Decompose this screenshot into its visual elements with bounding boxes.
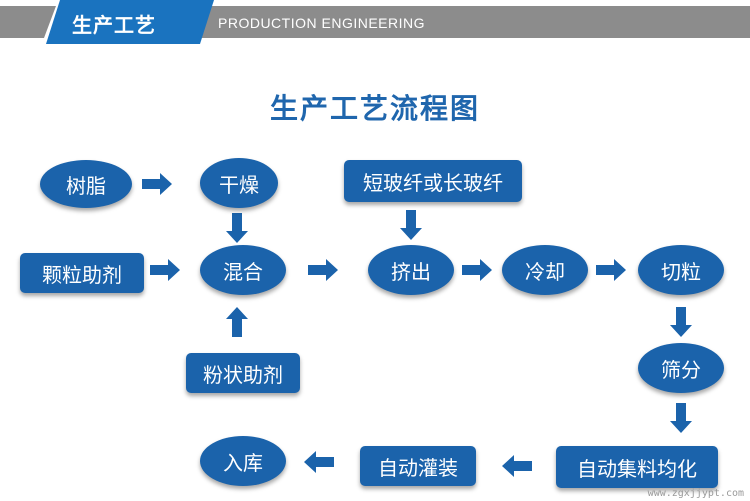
- arrow-powder-to-mixing: [226, 307, 248, 337]
- arrow-granular-to-mixing: [150, 259, 180, 281]
- arrow-drying-to-mixing: [226, 213, 248, 243]
- node-glass-fiber: 短玻纤或长玻纤: [344, 160, 522, 202]
- arrow-screening-to-homogenizing: [670, 403, 692, 433]
- header-title: 生产工艺: [72, 13, 156, 37]
- arrow-pelletizing-to-screening: [670, 307, 692, 337]
- header-background: [0, 0, 750, 44]
- arrow-resin-to-drying: [142, 173, 172, 195]
- node-drying: 干燥: [200, 158, 278, 208]
- arrow-homogenizing-to-packing: [502, 455, 532, 477]
- header-subtitle: PRODUCTION ENGINEERING: [218, 15, 426, 31]
- diagram-title: 生产工艺流程图: [269, 92, 480, 125]
- arrow-cooling-to-pelletizing: [596, 259, 626, 281]
- arrow-fiber-to-extrusion: [400, 210, 422, 240]
- node-mixing: 混合: [200, 245, 286, 295]
- node-powder-additive: 粉状助剂: [186, 353, 300, 393]
- arrow-packing-to-storage: [304, 451, 334, 473]
- node-granular-additive: 颗粒助剂: [20, 253, 144, 293]
- node-pelletizing: 切粒: [638, 245, 724, 295]
- node-homogenizing: 自动集料均化: [556, 446, 718, 488]
- arrow-extrusion-to-cooling: [462, 259, 492, 281]
- node-packing: 自动灌装: [360, 446, 476, 486]
- node-screening: 筛分: [638, 343, 724, 393]
- node-extrusion: 挤出: [368, 245, 454, 295]
- node-cooling: 冷却: [502, 245, 588, 295]
- header-banner: 生产工艺 PRODUCTION ENGINEERING: [0, 0, 750, 46]
- node-storage: 入库: [200, 436, 286, 486]
- node-resin: 树脂: [40, 160, 132, 208]
- watermark: www.zgxjjypt.com: [647, 488, 744, 499]
- arrow-mixing-to-extrusion: [308, 259, 338, 281]
